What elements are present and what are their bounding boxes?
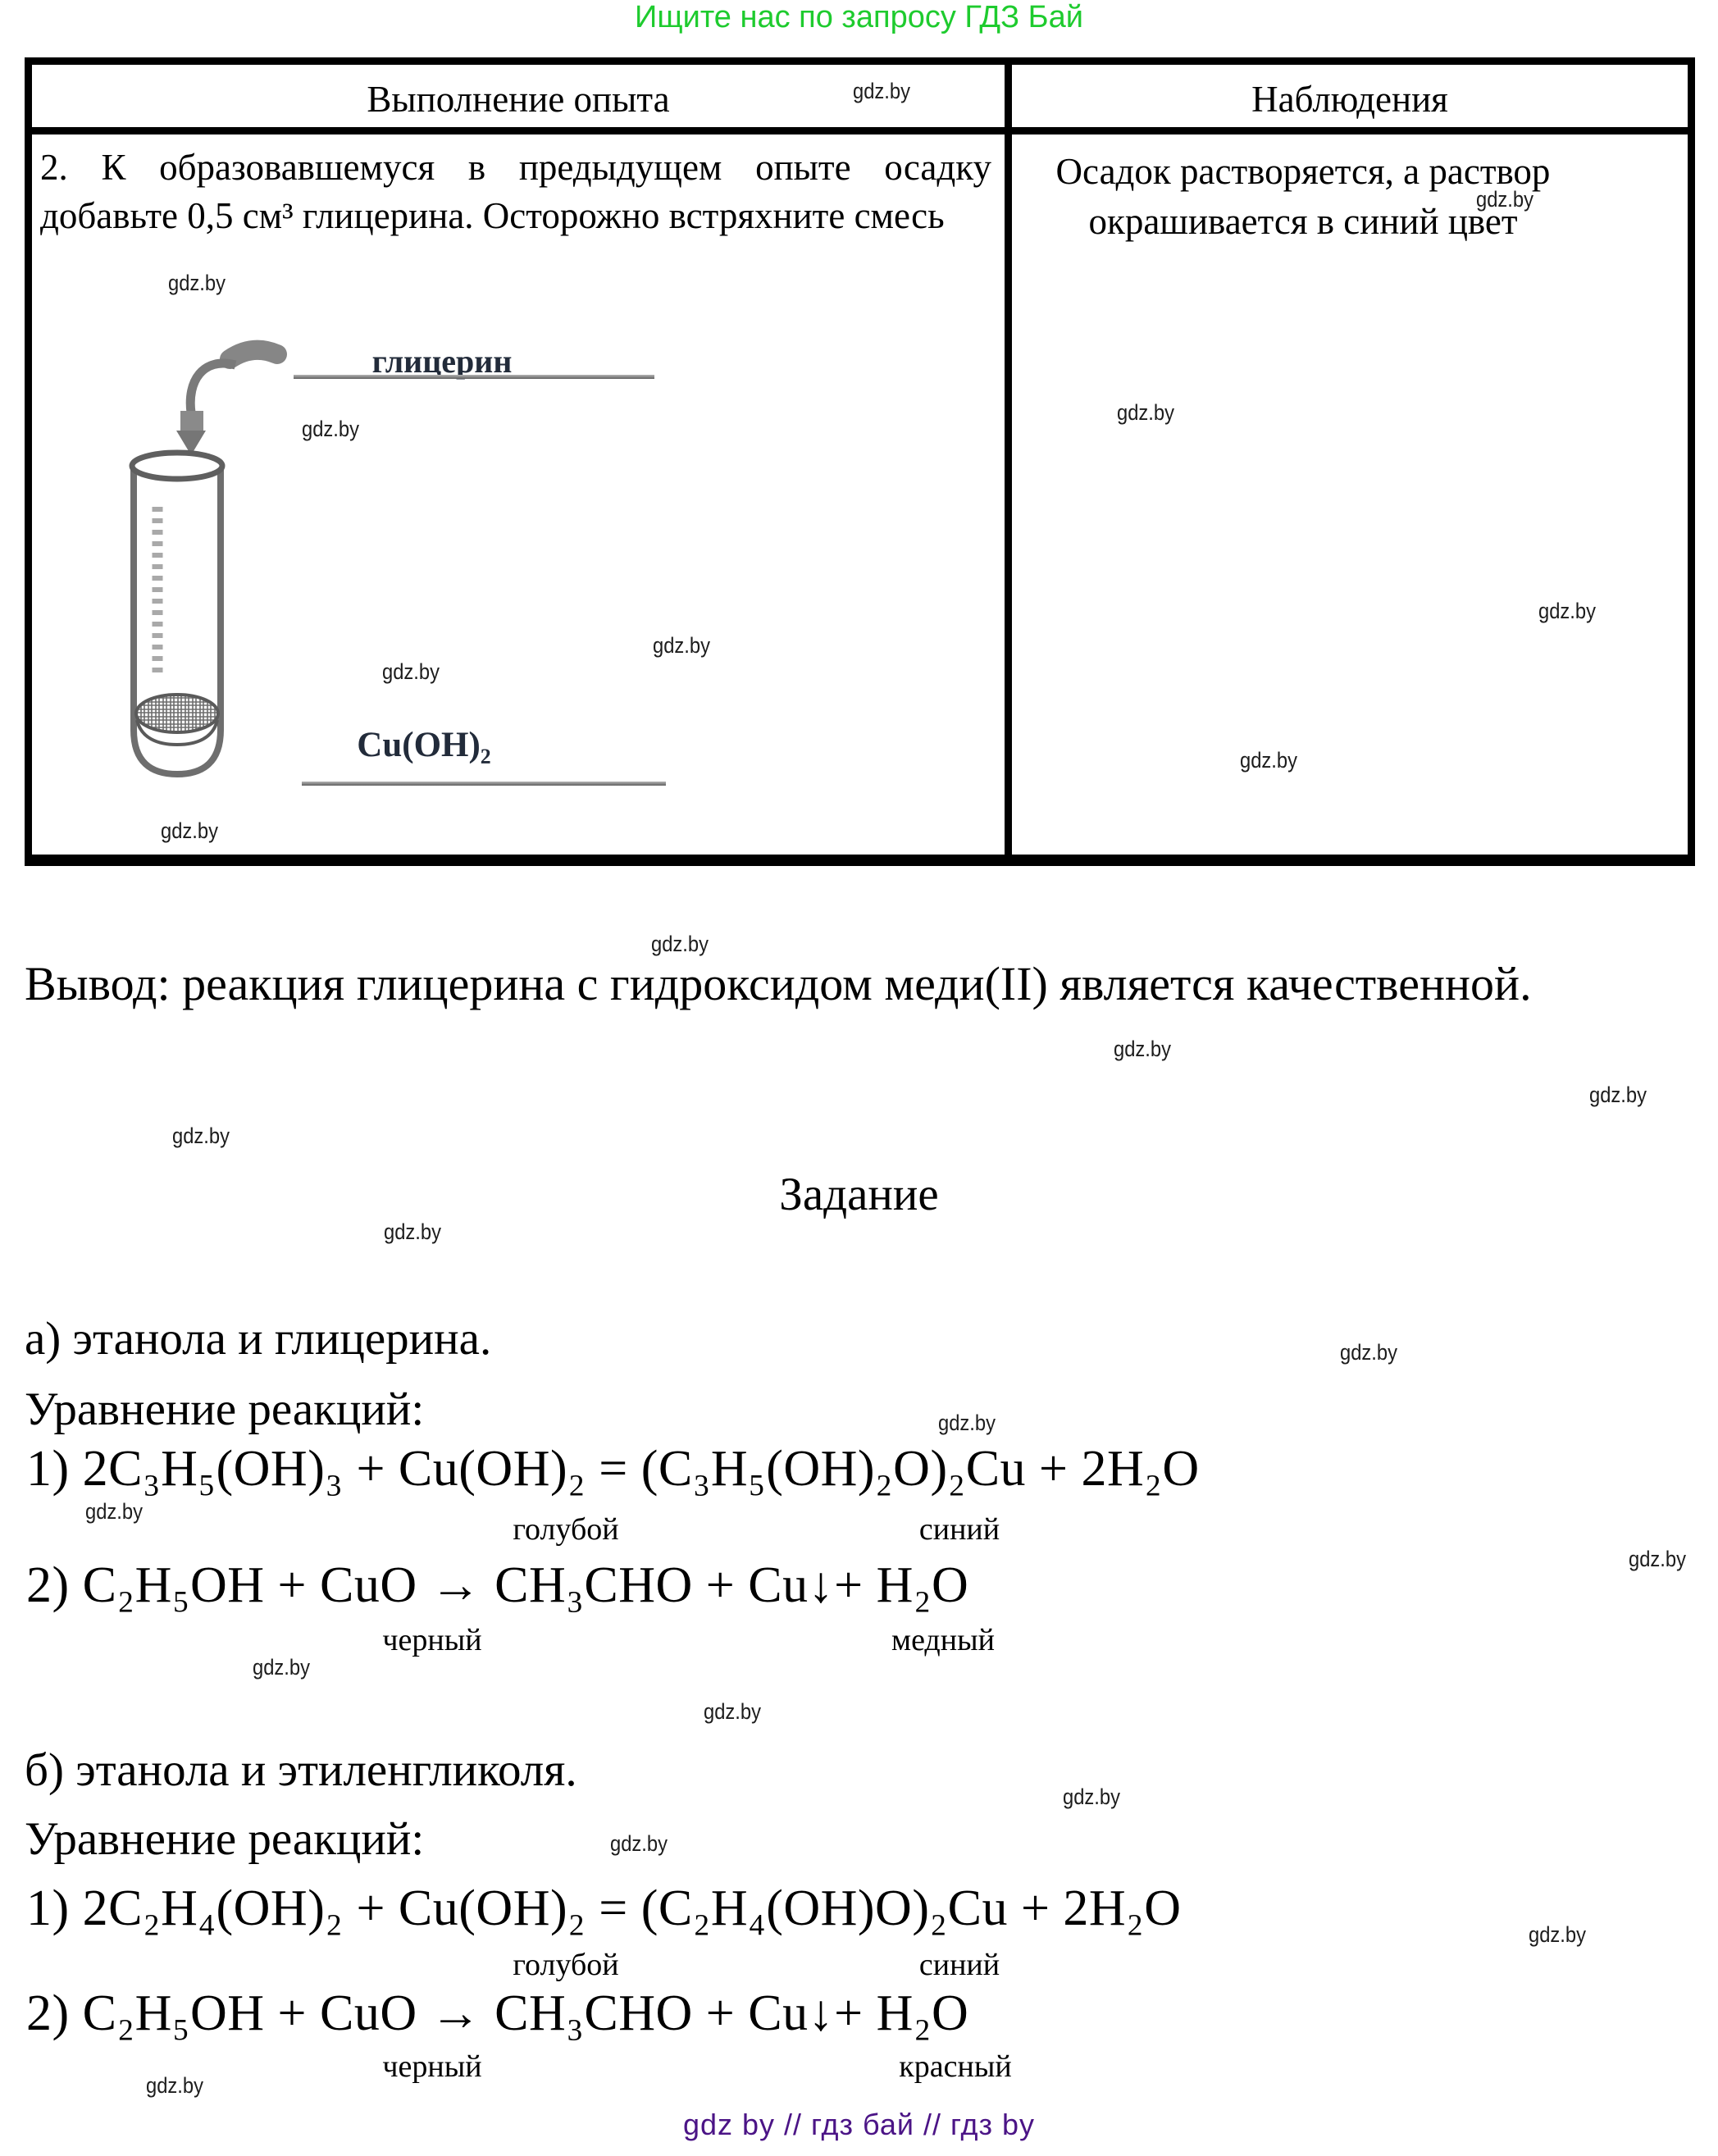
column-header-observations: Наблюдения	[1251, 79, 1448, 120]
equation-b1-product-color-note: синий	[918, 1948, 1000, 1982]
dropper-arrow-icon	[176, 340, 287, 455]
table-header-divider	[32, 127, 1688, 134]
watermark-gdzby: gdz.by	[1063, 1785, 1121, 1809]
section-a-label: а) этанола и глицерина.	[25, 1313, 492, 1365]
watermark-gdzby: gdz.by	[1476, 187, 1534, 212]
equation-a2: 2) C₂H₅OH + CuO → CH₃CHO + Cu↓+ H₂O	[26, 1557, 969, 1613]
watermark-gdzby: gdz.by	[853, 79, 911, 103]
watermark-gdzby: gdz.by	[1529, 1922, 1587, 1947]
test-tube-illustration	[129, 449, 226, 778]
equation-a1-reagent-color-note: голубой	[513, 1512, 619, 1547]
watermark-gdzby: gdz.by	[1538, 599, 1597, 623]
watermark-gdzby: gdz.by	[651, 932, 709, 956]
watermark-gdzby: gdz.by	[1340, 1340, 1398, 1365]
watermark-gdzby: gdz.by	[1117, 400, 1175, 425]
watermark-gdzby: gdz.by	[610, 1831, 668, 1856]
watermark-gdzby: gdz.by	[1629, 1547, 1687, 1571]
watermark-gdzby: gdz.by	[85, 1499, 144, 1524]
watermark-gdzby: gdz.by	[382, 659, 440, 684]
equation-b1-reagent-color-note: голубой	[513, 1948, 619, 1982]
equation-b2-reagent-color-note: черный	[382, 2049, 482, 2084]
watermark-gdzby: gdz.by	[938, 1411, 996, 1435]
task-heading: Задание	[779, 1169, 939, 1220]
watermark-gdzby: gdz.by	[302, 417, 360, 441]
equation-a1-product-color-note: синий	[918, 1512, 1000, 1547]
equation-a1: 1) 2C₃H₅(OH)₃ + Cu(OH)₂ = (C₃H₅(OH)₂O)₂C…	[26, 1441, 1200, 1497]
table-column-divider	[1005, 65, 1012, 855]
watermark-gdzby: gdz.by	[1589, 1083, 1647, 1107]
section-b-subheading: Уравнение реакций:	[25, 1813, 425, 1865]
watermark-gdzby: gdz.by	[172, 1124, 230, 1148]
equation-b2-product-color-note: красный	[899, 2049, 1012, 2084]
promo-banner: Ищите нас по запросу ГДЗ Бай	[635, 0, 1083, 34]
experiment-table: Выполнение опыта Наблюдения 2. К образов…	[25, 57, 1695, 866]
watermark-gdzby: gdz.by	[1240, 748, 1298, 773]
footer-links: gdz by // гдз бай // гдз by	[682, 2108, 1036, 2141]
observation-text: Осадок растворяется, а раствор окрашивае…	[1055, 151, 1551, 242]
section-b-label: б) этанола и этиленгликоля.	[25, 1744, 577, 1796]
experiment-instruction: 2. К образовавшемуся в предыдущем опыте …	[40, 147, 991, 237]
diagram-label-copper-hydroxide: Cu(OH)₂	[357, 726, 491, 764]
glycerin-pointer-line	[294, 375, 654, 379]
equation-a2-product-color-note: медный	[891, 1623, 995, 1657]
conclusion-text: Вывод: реакция глицерина с гидроксидом м…	[25, 957, 1532, 1010]
equation-b2: 2) C₂H₅OH + CuO → CH₃CHO + Cu↓+ H₂O	[26, 1985, 969, 2041]
watermark-gdzby: gdz.by	[146, 2073, 204, 2098]
watermark-gdzby: gdz.by	[384, 1219, 442, 1244]
watermark-gdzby: gdz.by	[1114, 1037, 1172, 1061]
watermark-gdzby: gdz.by	[161, 818, 219, 843]
column-header-procedure: Выполнение опыта	[367, 79, 670, 120]
section-a-subheading: Уравнение реакций:	[25, 1383, 425, 1435]
watermark-gdzby: gdz.by	[704, 1699, 762, 1724]
equation-a2-reagent-color-note: черный	[382, 1623, 482, 1657]
equation-b1: 1) 2C₂H₄(OH)₂ + Cu(OH)₂ = (C₂H₄(OH)O)₂Cu…	[26, 1880, 1182, 1936]
watermark-gdzby: gdz.by	[253, 1655, 311, 1680]
diagram-label-glycerin: глицерин	[371, 343, 513, 380]
watermark-gdzby: gdz.by	[168, 271, 226, 295]
copper-hydroxide-pointer-line	[302, 782, 666, 786]
watermark-gdzby: gdz.by	[653, 633, 711, 658]
